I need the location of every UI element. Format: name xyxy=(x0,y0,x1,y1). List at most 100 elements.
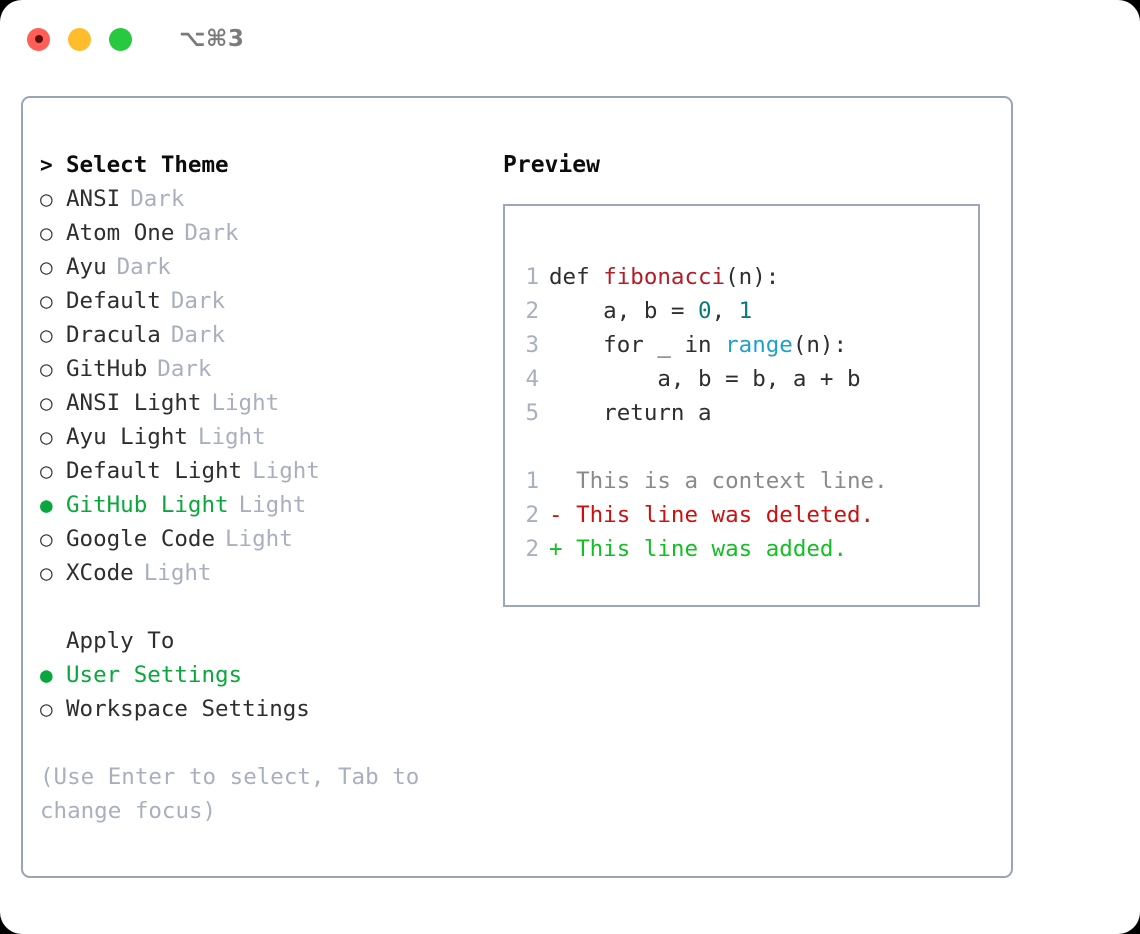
theme-option-name: GitHub xyxy=(66,356,148,382)
close-window-button[interactable] xyxy=(27,27,50,51)
preview-title: Preview xyxy=(503,152,600,178)
theme-option-name: Default Light xyxy=(66,458,243,484)
line-number: 4 xyxy=(525,366,539,392)
theme-option-variant: Light xyxy=(211,390,280,416)
theme-option-variant: Dark xyxy=(116,254,171,280)
radio-unselected-icon[interactable]: ○ xyxy=(40,561,53,585)
diff-sign xyxy=(549,464,563,498)
theme-option-name: Google Code xyxy=(66,526,216,552)
theme-option-name: GitHub Light xyxy=(66,492,229,518)
apply-to-header: ○ Apply To xyxy=(40,624,503,658)
diff-line-text: This line was deleted. xyxy=(562,502,875,528)
theme-option-variant: Dark xyxy=(130,186,185,212)
theme-option-variant: Light xyxy=(197,424,266,450)
diff-sample: 1 This is a context line.2- This line wa… xyxy=(505,464,978,566)
line-number: 1 xyxy=(525,264,539,290)
theme-option-variant: Light xyxy=(225,526,293,552)
theme-option-variant: Dark xyxy=(170,322,226,348)
radio-unselected-icon[interactable]: ○ xyxy=(40,459,53,483)
theme-option-variant: Light xyxy=(143,560,212,586)
code-token: 0 xyxy=(698,298,712,324)
theme-option-name: XCode xyxy=(66,560,134,586)
theme-option-name: Default xyxy=(66,288,161,314)
radio-selected-icon[interactable]: ● xyxy=(40,493,53,517)
keyboard-shortcut-label: ⌥⌘3 xyxy=(179,26,245,52)
code-token: return a xyxy=(549,400,712,426)
line-number: 1 xyxy=(525,468,539,494)
diff-line-text: This is a context line. xyxy=(562,468,888,494)
select-theme-title: Select Theme xyxy=(66,152,229,178)
diff-line: 1 This is a context line. xyxy=(505,464,978,498)
select-theme-header: > Select Theme xyxy=(40,148,503,182)
theme-option-name: Ayu xyxy=(66,254,107,280)
theme-option-name: ANSI Light xyxy=(66,390,202,416)
radio-unselected-icon[interactable]: ○ xyxy=(40,425,53,449)
apply-to-list: ●User Settings ○ Workspace Settings xyxy=(40,658,503,726)
radio-unselected-icon[interactable]: ○ xyxy=(40,357,53,381)
apply-to-option-name: Workspace Settings xyxy=(66,696,310,722)
code-spacer xyxy=(505,430,978,464)
line-number: 3 xyxy=(525,332,539,358)
code-line-text: for _ in range(n): xyxy=(549,328,847,362)
prompt-caret-icon: > xyxy=(40,153,53,177)
theme-option-google-code[interactable]: ○ Google Code Light xyxy=(40,522,503,556)
theme-option-ansi-light[interactable]: ○ ANSI Light Light xyxy=(40,386,503,420)
code-token: 1 xyxy=(738,298,753,324)
diff-line-text: This line was added. xyxy=(562,536,848,562)
radio-unselected-icon[interactable]: ○ xyxy=(40,323,53,347)
code-line-text: a, b = b, a + b xyxy=(549,362,861,396)
theme-option-variant: Dark xyxy=(170,288,226,314)
theme-option-xcode[interactable]: ○ XCode Light xyxy=(40,556,503,590)
code-token: for _ in xyxy=(549,332,726,358)
theme-option-ayu-light[interactable]: ○ Ayu Light Light xyxy=(40,420,503,454)
theme-option-variant: Dark xyxy=(184,220,239,246)
radio-unselected-icon[interactable]: ○ xyxy=(40,289,53,313)
line-number: 2 xyxy=(525,298,539,324)
radio-unselected-icon[interactable]: ○ xyxy=(40,391,53,415)
keyboard-hint-text: (Use Enter to select, Tab to change focu… xyxy=(40,764,420,824)
radio-unselected-icon[interactable]: ○ xyxy=(40,697,53,721)
maximize-window-button[interactable] xyxy=(109,27,132,51)
radio-unselected-icon[interactable]: ○ xyxy=(40,527,53,551)
line-number: 5 xyxy=(525,400,539,426)
theme-option-name: ANSI xyxy=(66,186,121,212)
radio-unselected-icon[interactable]: ○ xyxy=(40,221,53,245)
title-bar: ⌥⌘3 xyxy=(0,0,1140,78)
theme-option-variant: Light xyxy=(238,492,307,518)
blank-marker-icon: ○ xyxy=(40,624,66,658)
theme-option-github-light[interactable]: ● GitHub Light Light xyxy=(40,488,503,522)
theme-option-ansi[interactable]: ○ ANSI Dark xyxy=(40,182,503,216)
radio-unselected-icon[interactable]: ○ xyxy=(40,255,53,279)
code-line: 3 for _ in range(n): xyxy=(505,328,978,362)
apply-to-title: Apply To xyxy=(66,628,175,654)
code-token: def xyxy=(549,264,604,290)
diff-line: 2+ This line was added. xyxy=(505,532,978,566)
minimize-window-button[interactable] xyxy=(68,27,91,51)
code-line: 2 a, b = 0, 1 xyxy=(505,294,978,328)
theme-option-default[interactable]: ○ Default Dark xyxy=(40,284,503,318)
code-token: a, b = b, a + b xyxy=(549,366,861,392)
radio-selected-icon[interactable]: ● xyxy=(40,663,53,687)
radio-unselected-icon[interactable]: ○ xyxy=(40,187,53,211)
code-line-text: a, b = 0, 1 xyxy=(549,294,752,328)
apply-to-option-user-settings[interactable]: ●User Settings xyxy=(40,658,503,692)
diff-sign: - xyxy=(549,502,563,528)
diff-sign: + xyxy=(549,536,563,562)
code-token: (n): xyxy=(725,264,780,290)
theme-option-name: Dracula xyxy=(66,322,161,348)
theme-option-dracula[interactable]: ○ Dracula Dark xyxy=(40,318,503,352)
theme-option-name: Ayu Light xyxy=(66,424,188,450)
code-line-text: return a xyxy=(549,396,712,430)
apply-to-option-workspace-settings[interactable]: ○ Workspace Settings xyxy=(40,692,503,726)
theme-option-ayu[interactable]: ○ Ayu Dark xyxy=(40,250,503,284)
code-token: , xyxy=(711,298,739,324)
